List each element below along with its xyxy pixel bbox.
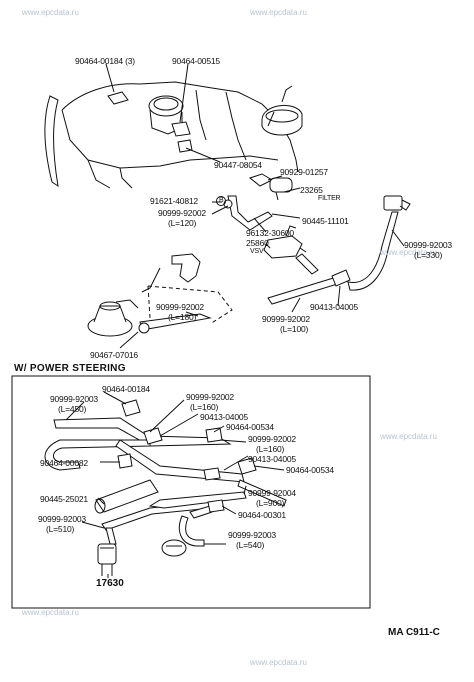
part-label: 91621-40812 bbox=[150, 196, 198, 206]
part-label: 90999-92003 bbox=[228, 530, 276, 540]
diagram-code: MA C911-C bbox=[388, 627, 440, 638]
upper-leaders bbox=[105, 63, 405, 349]
part-label: 90999-92004 bbox=[248, 488, 296, 498]
part-label: 90413-04005 bbox=[310, 302, 358, 312]
part-label: 90464-00082 bbox=[40, 458, 88, 468]
power-steering-frame bbox=[11, 375, 371, 609]
part-label: 23265 bbox=[300, 185, 323, 195]
part-label: (L=450) bbox=[58, 404, 87, 414]
watermark: www.epcdata.ru bbox=[250, 8, 307, 17]
part-label: (L=100) bbox=[280, 324, 309, 334]
part-label: 90447-08054 bbox=[214, 160, 262, 170]
part-label: 90464-00184 bbox=[102, 384, 150, 394]
part-label: (L=330) bbox=[414, 250, 443, 260]
part-label: (L=160) bbox=[190, 402, 219, 412]
part-label: B bbox=[216, 196, 227, 206]
part-label: 90464-00515 bbox=[172, 56, 220, 66]
part-label: 90999-92003 bbox=[38, 514, 86, 524]
part-label: (L=180) bbox=[168, 312, 197, 322]
part-label: 96132-30600 bbox=[246, 228, 294, 238]
part-label: 90445-11101 bbox=[302, 216, 349, 226]
part-label: 90999-92003 bbox=[404, 240, 452, 250]
engine-outline bbox=[44, 81, 303, 189]
watermark: www.epcdata.ru bbox=[250, 658, 307, 667]
part-label: 90413-04005 bbox=[200, 412, 248, 422]
part-label: (L=900) bbox=[256, 498, 285, 508]
part-label: 17630 bbox=[96, 578, 124, 589]
part-label: FILTER bbox=[318, 195, 341, 202]
part-label: 90999-92002 bbox=[186, 392, 234, 402]
section-title: W/ POWER STEERING bbox=[14, 363, 126, 374]
part-label: 25860 bbox=[246, 238, 269, 248]
watermark: www.epcdata.ru bbox=[22, 608, 79, 617]
part-label: 90999-92002 bbox=[248, 434, 296, 444]
part-label: 90467-07016 bbox=[90, 350, 138, 360]
upper-hoses bbox=[87, 173, 411, 337]
part-label: 90445-25021 bbox=[40, 494, 88, 504]
part-label: 90999-92003 bbox=[50, 394, 98, 404]
part-label: 90464-00184 (3) bbox=[75, 56, 135, 66]
lower-leaders bbox=[65, 391, 285, 578]
part-label: 90464-00534 bbox=[226, 422, 274, 432]
part-label: 90999-92002 bbox=[262, 314, 310, 324]
part-label: 90464-00301 bbox=[238, 510, 286, 520]
part-label: VSV bbox=[250, 248, 264, 255]
part-label: 90999-92002 bbox=[156, 302, 204, 312]
part-label: 90464-00534 bbox=[286, 465, 334, 475]
watermark: www.epcdata.ru bbox=[380, 248, 437, 257]
part-label: (L=540) bbox=[236, 540, 265, 550]
part-label: 90999-92002 bbox=[158, 208, 206, 218]
part-label: (L=510) bbox=[46, 524, 75, 534]
part-label: 90929-01257 bbox=[280, 167, 328, 177]
watermark: www.epcdata.ru bbox=[22, 8, 79, 17]
lower-hoses bbox=[44, 399, 287, 576]
part-label: (L=120) bbox=[168, 218, 197, 228]
part-label: 90413-04005 bbox=[248, 454, 296, 464]
watermark: www.epcdata.ru bbox=[380, 432, 437, 441]
part-label: (L=160) bbox=[256, 444, 285, 454]
